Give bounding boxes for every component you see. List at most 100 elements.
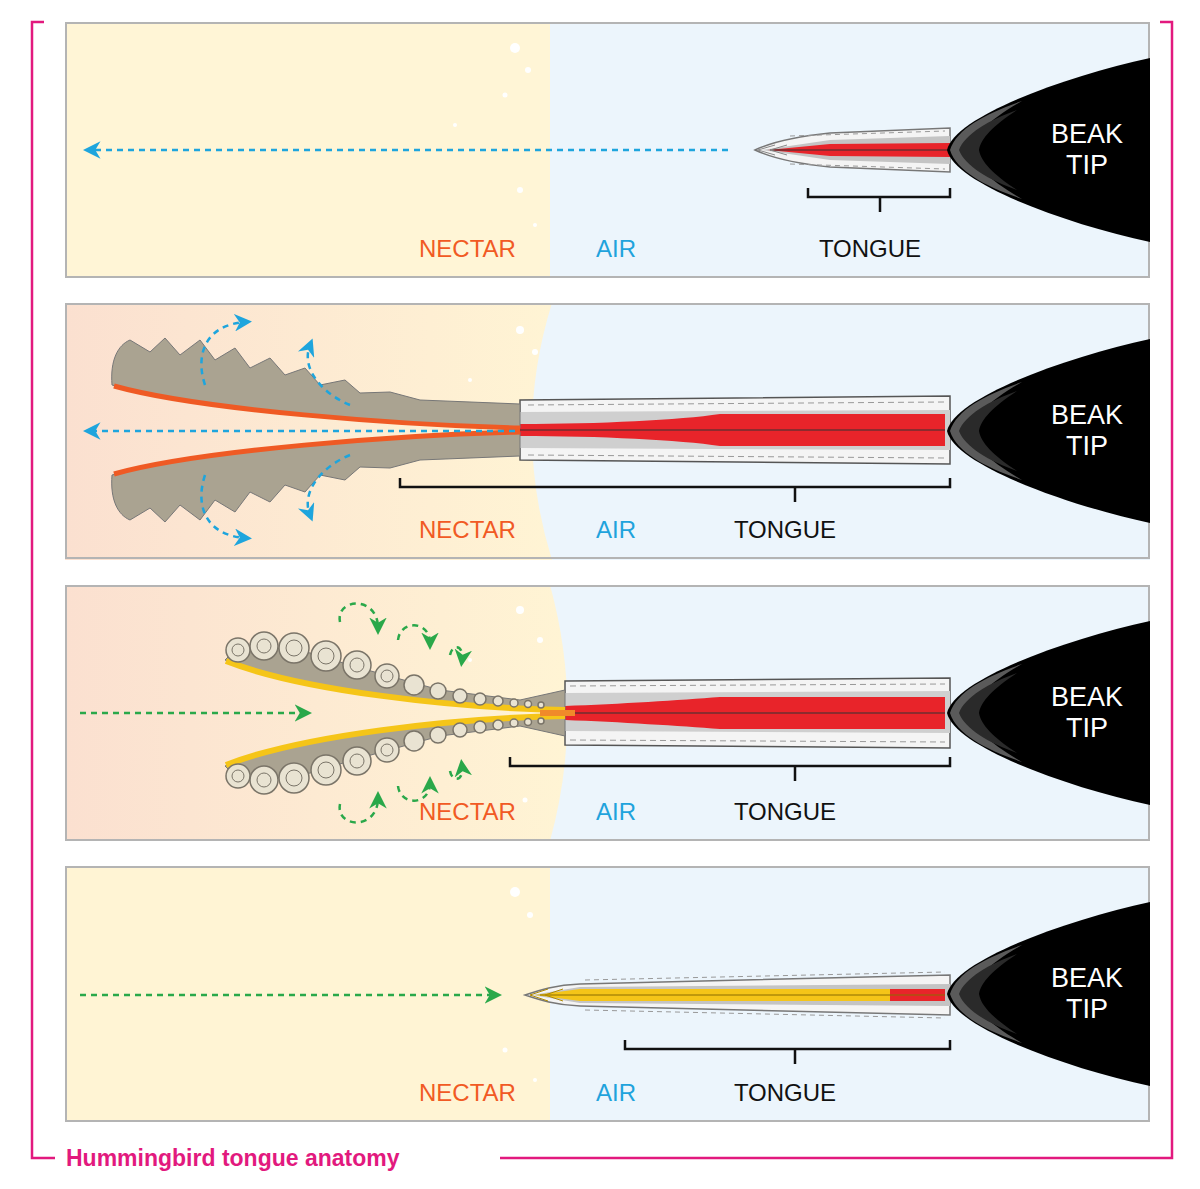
beak-shape bbox=[950, 664, 1022, 762]
tongue-loaded bbox=[530, 989, 563, 1001]
beak-shape bbox=[959, 673, 1017, 753]
medium-label: AIR bbox=[596, 235, 656, 263]
curl bbox=[343, 747, 371, 775]
tongue-extended bbox=[520, 396, 950, 464]
curl bbox=[375, 738, 399, 762]
medium-label: AIR bbox=[596, 1079, 656, 1107]
tongue-retracted bbox=[755, 128, 950, 172]
curl bbox=[538, 718, 544, 724]
curl bbox=[474, 693, 486, 705]
curl bbox=[250, 766, 278, 794]
tongue-bracket bbox=[625, 1040, 950, 1064]
tongue-bracket bbox=[808, 188, 950, 212]
curl bbox=[226, 638, 250, 662]
beak-tip: BEAK TIP bbox=[947, 902, 1150, 1086]
beak-shape bbox=[959, 110, 1017, 190]
bubble bbox=[517, 187, 523, 193]
beak-shape bbox=[950, 382, 1022, 480]
tongue-extended bbox=[114, 432, 520, 474]
curl bbox=[311, 755, 341, 785]
curl bbox=[430, 727, 446, 743]
curl-inner bbox=[318, 648, 334, 664]
part-label: TONGUE bbox=[705, 798, 865, 826]
curl bbox=[493, 696, 503, 706]
flow-arrow bbox=[80, 712, 305, 715]
tongue-loaded bbox=[525, 972, 950, 1018]
beak-shape bbox=[947, 339, 1150, 523]
tongue-loaded bbox=[540, 995, 945, 996]
tongue-retracted bbox=[758, 145, 787, 155]
beak-tip: BEAK TIP bbox=[947, 621, 1150, 805]
medium-label: AIR bbox=[596, 516, 656, 544]
medium-label: NECTAR bbox=[419, 798, 529, 826]
tongue-retracted bbox=[770, 150, 950, 151]
flow-arrow bbox=[90, 322, 515, 538]
tongue-loaded bbox=[525, 975, 950, 1015]
curl bbox=[453, 689, 467, 703]
curl bbox=[226, 764, 250, 788]
tongue-extended bbox=[520, 414, 945, 446]
stage-panel: NECTARAIRTONGUEBEAK TIP bbox=[65, 585, 1150, 841]
beak-shape bbox=[947, 621, 1150, 805]
tongue-bracket bbox=[400, 478, 950, 502]
stage-panel: NECTARAIRTONGUEBEAK TIP bbox=[65, 303, 1150, 559]
panel-background bbox=[65, 585, 1150, 841]
curl bbox=[279, 633, 309, 663]
tongue-curling bbox=[540, 710, 575, 716]
curl bbox=[375, 664, 399, 688]
part-label: BEAK TIP bbox=[1037, 119, 1137, 181]
curl bbox=[279, 763, 309, 793]
flow-arrow bbox=[340, 798, 378, 822]
flow-arrow bbox=[398, 625, 430, 643]
tongue-bracket bbox=[510, 757, 950, 781]
bubble bbox=[516, 326, 524, 334]
curl bbox=[525, 701, 532, 708]
bubble bbox=[503, 93, 508, 98]
bubble bbox=[510, 43, 520, 53]
curl-inner bbox=[232, 770, 244, 782]
curl bbox=[311, 641, 341, 671]
curl bbox=[226, 632, 544, 794]
tongue-curling bbox=[565, 678, 950, 748]
curl-inner bbox=[257, 773, 271, 787]
curl-inner bbox=[350, 754, 364, 768]
panel-background bbox=[65, 22, 1150, 278]
tongue-curling bbox=[565, 691, 950, 733]
flow-arrow bbox=[308, 345, 350, 405]
frame-bracket bbox=[32, 22, 1172, 1158]
part-label: TONGUE bbox=[705, 1079, 865, 1107]
part-label: BEAK TIP bbox=[1037, 682, 1137, 744]
panel-background bbox=[65, 22, 1150, 1122]
curl bbox=[510, 699, 518, 707]
tongue-extended bbox=[112, 338, 520, 428]
beak-shape bbox=[947, 621, 1150, 805]
beak-shape bbox=[959, 954, 1017, 1034]
bubble bbox=[532, 349, 538, 355]
tongue-extended bbox=[114, 386, 520, 428]
panel-background bbox=[65, 303, 552, 560]
bubble bbox=[533, 1078, 537, 1082]
tongue-extended bbox=[520, 410, 950, 450]
bubble bbox=[533, 223, 537, 227]
bubble bbox=[468, 658, 472, 662]
tongue-curling bbox=[226, 716, 565, 765]
beak-shape bbox=[959, 391, 1017, 471]
curl bbox=[538, 702, 544, 708]
bubble bbox=[510, 887, 520, 897]
curl bbox=[453, 723, 467, 737]
curl-inner bbox=[318, 762, 334, 778]
part-label: BEAK TIP bbox=[1037, 400, 1137, 462]
bubble bbox=[523, 798, 528, 803]
beak-tip: BEAK TIP bbox=[947, 58, 1150, 242]
bubble bbox=[525, 67, 531, 73]
tongue-curling bbox=[225, 645, 565, 710]
flow-arrow bbox=[90, 430, 515, 433]
curl bbox=[343, 651, 371, 679]
curl bbox=[510, 719, 518, 727]
flow-arrow bbox=[201, 322, 245, 385]
flow-arrow bbox=[201, 475, 245, 538]
beak-shape bbox=[947, 58, 1150, 242]
flow-arrow bbox=[80, 604, 462, 823]
stage-panel: NECTARAIRTONGUEBEAK TIP bbox=[65, 22, 1150, 278]
flow-arrow bbox=[340, 604, 378, 628]
